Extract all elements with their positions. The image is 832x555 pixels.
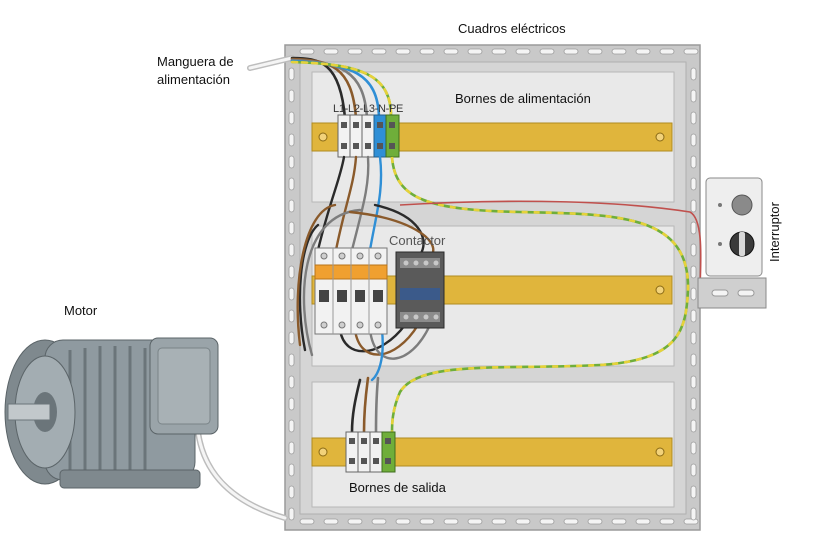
frame-slot [288, 221, 295, 235]
frame-slot [690, 155, 697, 169]
frame-slot [347, 48, 363, 55]
output-terminal-block [345, 431, 396, 473]
frame-slot [288, 353, 295, 367]
frame-slot [690, 243, 697, 257]
supply-terminals-label: Bornes de alimentación [455, 91, 591, 106]
frame-slot [288, 419, 295, 433]
frame-slot [683, 48, 699, 55]
frame-slot [467, 48, 483, 55]
frame-slot [323, 518, 339, 525]
frame-slot [288, 265, 295, 279]
frame-slot [690, 111, 697, 125]
frame-slot [635, 518, 651, 525]
frame-slot [539, 48, 555, 55]
frame-slot [288, 309, 295, 323]
frame-slot [515, 518, 531, 525]
frame-slot [288, 155, 295, 169]
frame-slot [371, 48, 387, 55]
switch-box [697, 177, 767, 309]
frame-slot [659, 518, 675, 525]
supply-wires [290, 56, 393, 120]
frame-slot [611, 48, 627, 55]
supply-hose [247, 55, 295, 71]
frame-slots [288, 48, 699, 525]
frame-slot [690, 397, 697, 411]
motor-illustration [4, 337, 219, 489]
frame-slot [515, 48, 531, 55]
frame-slot [323, 48, 339, 55]
frame-slot [690, 221, 697, 235]
frame-slot [690, 199, 697, 213]
supply-hose-label-line2: alimentación [157, 72, 230, 87]
frame-slot [491, 518, 507, 525]
frame-slot [690, 287, 697, 301]
frame-slot [288, 243, 295, 257]
frame-slot [347, 518, 363, 525]
frame-slot [690, 485, 697, 499]
frame-slot [288, 485, 295, 499]
frame-slot [491, 48, 507, 55]
frame-slot [563, 518, 579, 525]
control-wire [399, 200, 702, 293]
frame-slot [563, 48, 579, 55]
frame-slot [288, 133, 295, 147]
frame-slot [690, 133, 697, 147]
frame-slot [443, 518, 459, 525]
frame-slot [288, 177, 295, 191]
output-terminals-label: Bornes de salida [349, 480, 446, 495]
frame-slot [683, 518, 699, 525]
switch-label: Interruptor [767, 202, 782, 262]
frame-slot [288, 89, 295, 103]
frame-slot [690, 441, 697, 455]
frame-slot [288, 397, 295, 411]
output-wires [350, 376, 380, 434]
internal-wires [296, 155, 435, 382]
frame-slot [371, 518, 387, 525]
supply-hose-label-line1: Manguera de [157, 54, 234, 69]
frame-slot [690, 309, 697, 323]
terminal-codes-label: L1-L2-L3-N-PE [333, 103, 404, 115]
frame-slot [419, 518, 435, 525]
frame-slot [539, 518, 555, 525]
frame-slot [288, 441, 295, 455]
motor-label: Motor [64, 303, 98, 318]
frame-slot [288, 199, 295, 213]
frame-slot [419, 48, 435, 55]
frame-slot [690, 331, 697, 345]
supply-terminal-block [337, 114, 400, 158]
frame-slot [690, 375, 697, 389]
frame-slot [288, 375, 295, 389]
frame-slot [288, 331, 295, 345]
frame-slot [587, 48, 603, 55]
frame-slot [690, 463, 697, 477]
frame-slot [288, 67, 295, 81]
frame-slot [395, 48, 411, 55]
frame-slot [467, 518, 483, 525]
frame-slot [690, 265, 697, 279]
frame-slot [288, 111, 295, 125]
frame-slot [690, 67, 697, 81]
frame-slot [443, 48, 459, 55]
frame-slot [690, 177, 697, 191]
motor-cable [195, 429, 288, 521]
frame-slot [611, 518, 627, 525]
frame-slot [299, 518, 315, 525]
frame-slot [288, 507, 295, 521]
frame-slot [288, 463, 295, 477]
frame-slot [299, 48, 315, 55]
panel-title: Cuadros eléctricos [458, 21, 566, 36]
frame-slot [395, 518, 411, 525]
circuit-breaker [314, 247, 388, 335]
contactor-device [395, 251, 445, 329]
frame-slot [690, 353, 697, 367]
frame-slot [690, 89, 697, 103]
frame-slot [690, 419, 697, 433]
frame-slot [635, 48, 651, 55]
frame-slot [587, 518, 603, 525]
contactor-label: Contactor [389, 233, 446, 248]
frame-slot [288, 287, 295, 301]
frame-slot [659, 48, 675, 55]
frame-slot [690, 507, 697, 521]
